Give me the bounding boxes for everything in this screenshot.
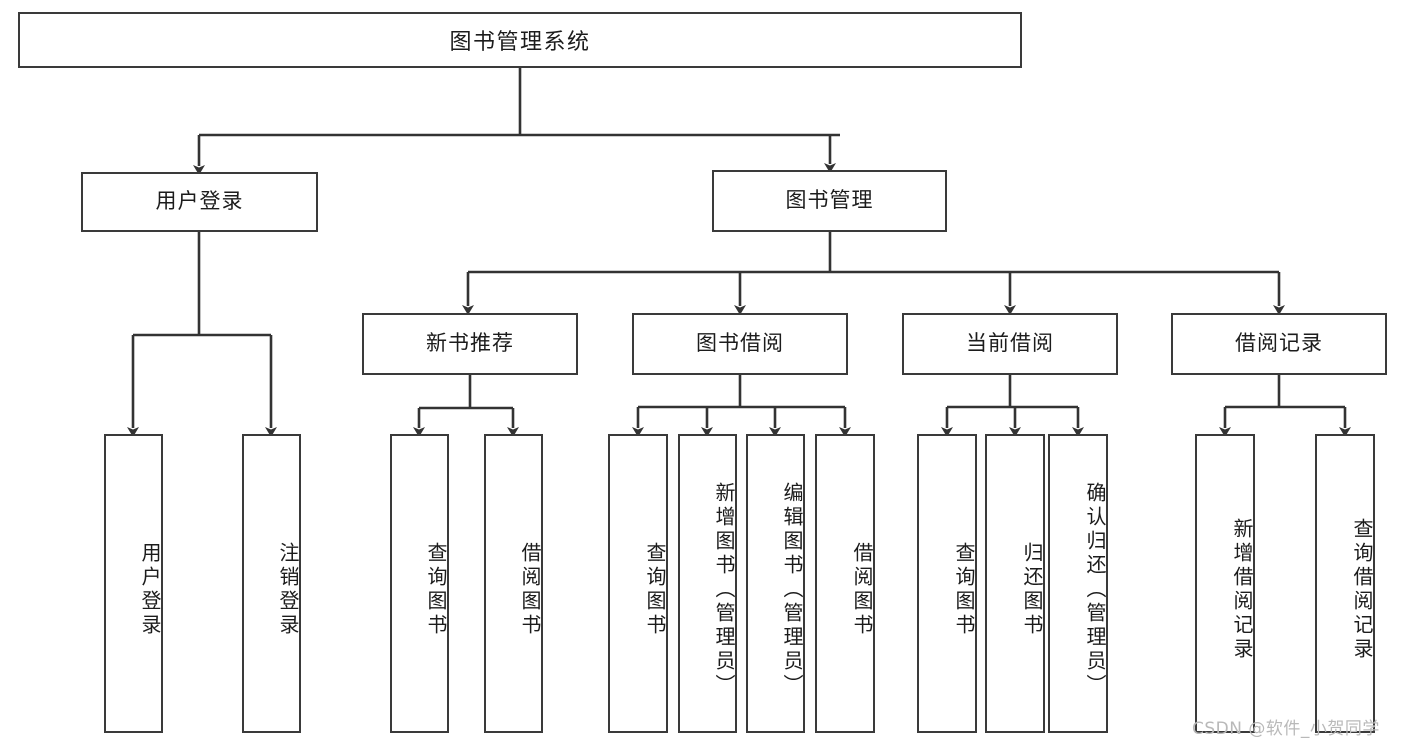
node-borrow-record[interactable]: 借阅记录 <box>1171 313 1387 375</box>
node-label: 当前借阅 <box>966 331 1054 356</box>
node-label: 图书借阅 <box>696 331 784 356</box>
node-label: 借阅图书 <box>518 541 542 638</box>
node-label: 注销登录 <box>276 541 300 638</box>
node-label: 用户登录 <box>138 541 162 638</box>
node-label: 借阅记录 <box>1235 331 1323 356</box>
leaf-borrow-record-query[interactable]: 查询借阅记录 <box>1315 434 1375 733</box>
node-label: 查询图书 <box>643 541 667 638</box>
leaf-current-borrow-return[interactable]: 归还图书 <box>985 434 1045 733</box>
node-label: 查询图书 <box>424 541 448 638</box>
node-label: 借阅图书 <box>850 541 874 638</box>
node-label: 确认归还（管理员） <box>1083 481 1107 698</box>
node-label: 用户登录 <box>155 189 244 214</box>
node-book-management[interactable]: 图书管理 <box>712 170 947 232</box>
node-label: 新增图书（管理员） <box>712 481 736 698</box>
leaf-current-borrow-confirm-admin[interactable]: 确认归还（管理员） <box>1048 434 1108 733</box>
node-label: 查询借阅记录 <box>1350 517 1374 662</box>
leaf-book-borrow-borrow[interactable]: 借阅图书 <box>815 434 875 733</box>
leaf-new-book-borrow[interactable]: 借阅图书 <box>484 434 543 733</box>
node-label: 查询图书 <box>952 541 976 638</box>
leaf-book-borrow-edit-admin[interactable]: 编辑图书（管理员） <box>746 434 805 733</box>
leaf-book-borrow-add-admin[interactable]: 新增图书（管理员） <box>678 434 737 733</box>
leaf-borrow-record-add[interactable]: 新增借阅记录 <box>1195 434 1255 733</box>
node-current-borrow[interactable]: 当前借阅 <box>902 313 1118 375</box>
leaf-user-login-login[interactable]: 用户登录 <box>104 434 163 733</box>
leaf-current-borrow-query[interactable]: 查询图书 <box>917 434 977 733</box>
node-label: 新增借阅记录 <box>1230 517 1254 662</box>
node-label: 图书管理系统 <box>449 30 591 55</box>
node-label: 归还图书 <box>1020 541 1044 638</box>
node-label: 图书管理 <box>785 188 874 213</box>
node-book-borrow[interactable]: 图书借阅 <box>632 313 848 375</box>
leaf-book-borrow-query[interactable]: 查询图书 <box>608 434 668 733</box>
node-label: 编辑图书（管理员） <box>780 481 804 698</box>
node-user-login[interactable]: 用户登录 <box>81 172 318 232</box>
leaf-user-login-logout[interactable]: 注销登录 <box>242 434 301 733</box>
csdn-watermark: CSDN @软件_小贺同学 <box>1192 719 1380 739</box>
node-root-book-management-system[interactable]: 图书管理系统 <box>18 12 1022 68</box>
leaf-new-book-query[interactable]: 查询图书 <box>390 434 449 733</box>
node-new-book-recommend[interactable]: 新书推荐 <box>362 313 578 375</box>
node-label: 新书推荐 <box>426 331 514 356</box>
